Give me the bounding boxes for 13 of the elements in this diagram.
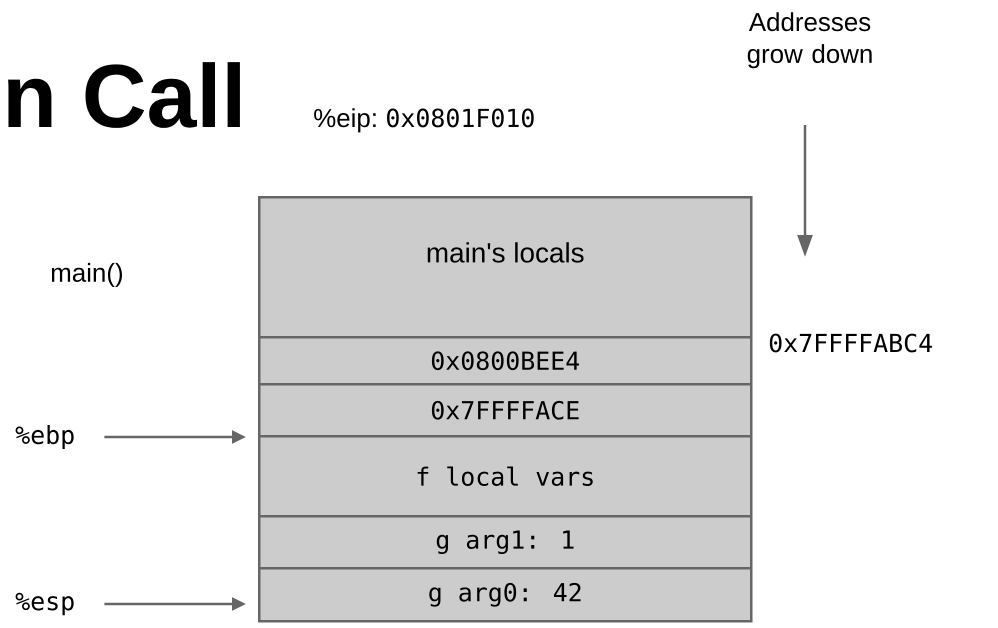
address-value: 0x7FFFFABC4 [770, 334, 932, 352]
stack-cell: 0x7FFFFACE [258, 383, 752, 438]
register-label: %esp [16, 592, 74, 616]
annotation-text: Addresses grow down [748, 12, 872, 68]
register-name: %eip: [314, 108, 376, 132]
function-label: main() [52, 262, 122, 288]
register-label: %ebp [16, 424, 74, 450]
title: n Call [8, 62, 240, 128]
stack-cell: g arg1: 1 [258, 515, 752, 570]
address-value: 0x0801F010 [387, 108, 534, 128]
stack-cell: f local vars [258, 435, 752, 518]
stack-cell: 0x0800BEE4 [258, 336, 752, 386]
stack-cell: g arg0: 42 [258, 567, 752, 622]
